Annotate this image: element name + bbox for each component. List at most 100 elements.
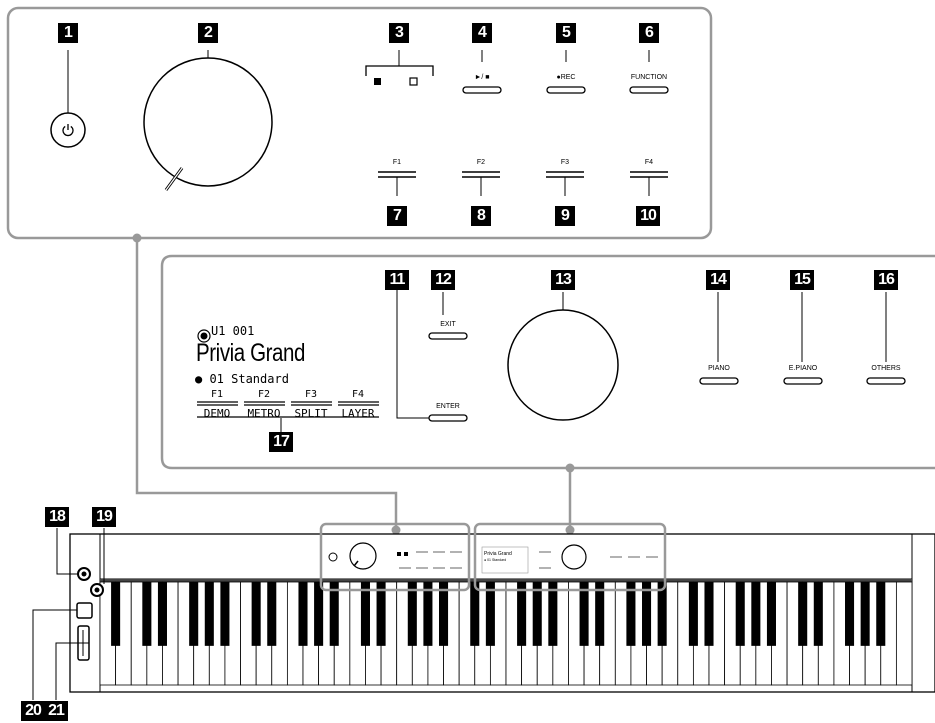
panel-bottom-frame [160,254,935,470]
piano-button[interactable] [699,377,739,385]
keyboard-panel-highlight-left [319,522,471,592]
f3-label: F3 [560,159,570,166]
track-bracket [365,65,434,76]
piano-keys [99,581,913,686]
epiano-button[interactable] [783,377,823,385]
black-key [267,582,277,646]
black-key [595,582,605,646]
black-key [298,582,308,646]
rec-label: ●REC [556,74,576,81]
leader-lines-top [67,50,650,113]
f4-button[interactable] [630,171,668,196]
f4-label: F4 [644,159,654,166]
black-key [579,582,589,646]
badge-7: 7 [387,206,407,226]
badge-19: 19 [92,507,116,527]
exit-label: EXIT [440,321,456,328]
badge-8: 8 [471,206,491,226]
usb-port[interactable] [76,602,93,619]
f1-label: F1 [392,159,402,166]
white-key [895,581,913,686]
badge-11: 11 [385,270,409,290]
black-key [189,582,199,646]
epiano-label: E.PIANO [788,365,818,372]
lcd-metro: METRO [247,407,281,420]
f2-button[interactable] [462,171,500,196]
leader-lines-side [32,528,105,700]
black-key [657,582,667,646]
black-key [517,582,527,646]
others-label: OTHERS [871,365,901,372]
black-key [485,582,495,646]
connector-top [135,238,398,530]
badge-21: 21 [44,701,68,721]
badge-15: 15 [790,270,814,290]
mini-lcd-line-2: ● 01 Standard [484,558,507,562]
black-key [548,582,558,646]
badge-14: 14 [706,270,730,290]
black-key [688,582,698,646]
lcd-split: SPLIT [294,407,328,420]
mini-volume-knob [349,542,377,570]
badge-2: 2 [198,23,218,43]
dial[interactable] [507,309,619,421]
badge-16: 16 [874,270,898,290]
lcd-line-2: Privia Grand [196,339,306,367]
enter-label: ENTER [436,403,460,410]
black-key [766,582,776,646]
lcd-display: U1 001 Privia Grand ● 01 Standard F1 F2 … [195,322,405,422]
lcd-f3: F3 [304,389,318,400]
black-key [704,582,714,646]
function-label: FUNCTION [630,74,668,81]
lcd-f1: F1 [210,389,224,400]
black-key [111,582,121,646]
badge-3: 3 [389,23,409,43]
black-key [142,582,152,646]
lcd-tone-icon [197,329,211,343]
badge-20: 20 [21,701,45,721]
lcd-f2: F2 [257,389,271,400]
badge-18: 18 [45,507,69,527]
black-key [204,582,214,646]
play-stop-label: ►/ ■ [474,74,490,81]
rec-button[interactable] [546,86,586,94]
f3-button[interactable] [546,171,584,196]
volume-knob[interactable] [143,57,273,187]
f2-label: F2 [476,159,486,166]
power-icon [62,125,74,137]
black-key [876,582,886,646]
mini-lcd [481,546,529,574]
black-key [642,582,652,646]
black-key [470,582,480,646]
function-button[interactable] [629,86,669,94]
keyboard-panel-highlight-right [473,522,667,592]
enter-button[interactable] [428,414,468,422]
f1-button[interactable] [378,171,416,196]
badge-10: 10 [636,206,660,226]
badge-4: 4 [472,23,492,43]
black-key [329,582,339,646]
badge-9: 9 [555,206,575,226]
black-key [423,582,433,646]
mini-buttons-right [539,551,658,569]
lcd-demo: DEMO [203,407,231,420]
black-key [220,582,230,646]
badge-6: 6 [639,23,659,43]
track2-indicator [409,77,418,86]
lcd-line-1: U1 001 [211,324,255,338]
black-key [407,582,417,646]
black-key [626,582,636,646]
track1-indicator [374,78,381,85]
black-key [314,582,324,646]
leader-lines-mid [280,290,887,432]
exit-button[interactable] [428,332,468,340]
mini-power-button [328,552,338,562]
black-key [360,582,370,646]
lcd-line-3: ● 01 Standard [195,372,289,386]
mini-dial [561,544,587,570]
play-stop-button[interactable] [462,86,502,94]
panel-top-frame [6,6,713,240]
piano-label: PIANO [708,365,730,372]
others-button[interactable] [866,377,906,385]
